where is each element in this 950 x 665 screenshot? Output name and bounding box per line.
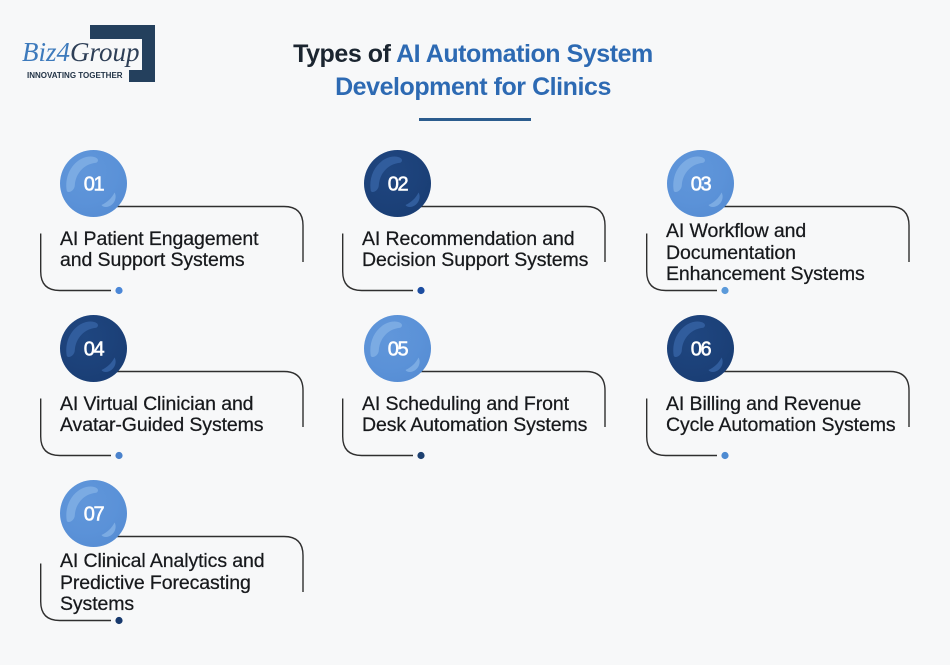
svg-text:06: 06 (691, 338, 712, 360)
svg-text:07: 07 (84, 503, 105, 525)
svg-text:03: 03 (691, 173, 712, 195)
svg-text:02: 02 (388, 173, 409, 195)
svg-text:01: 01 (84, 173, 105, 195)
svg-text:05: 05 (388, 338, 409, 360)
svg-text:04: 04 (84, 338, 105, 360)
